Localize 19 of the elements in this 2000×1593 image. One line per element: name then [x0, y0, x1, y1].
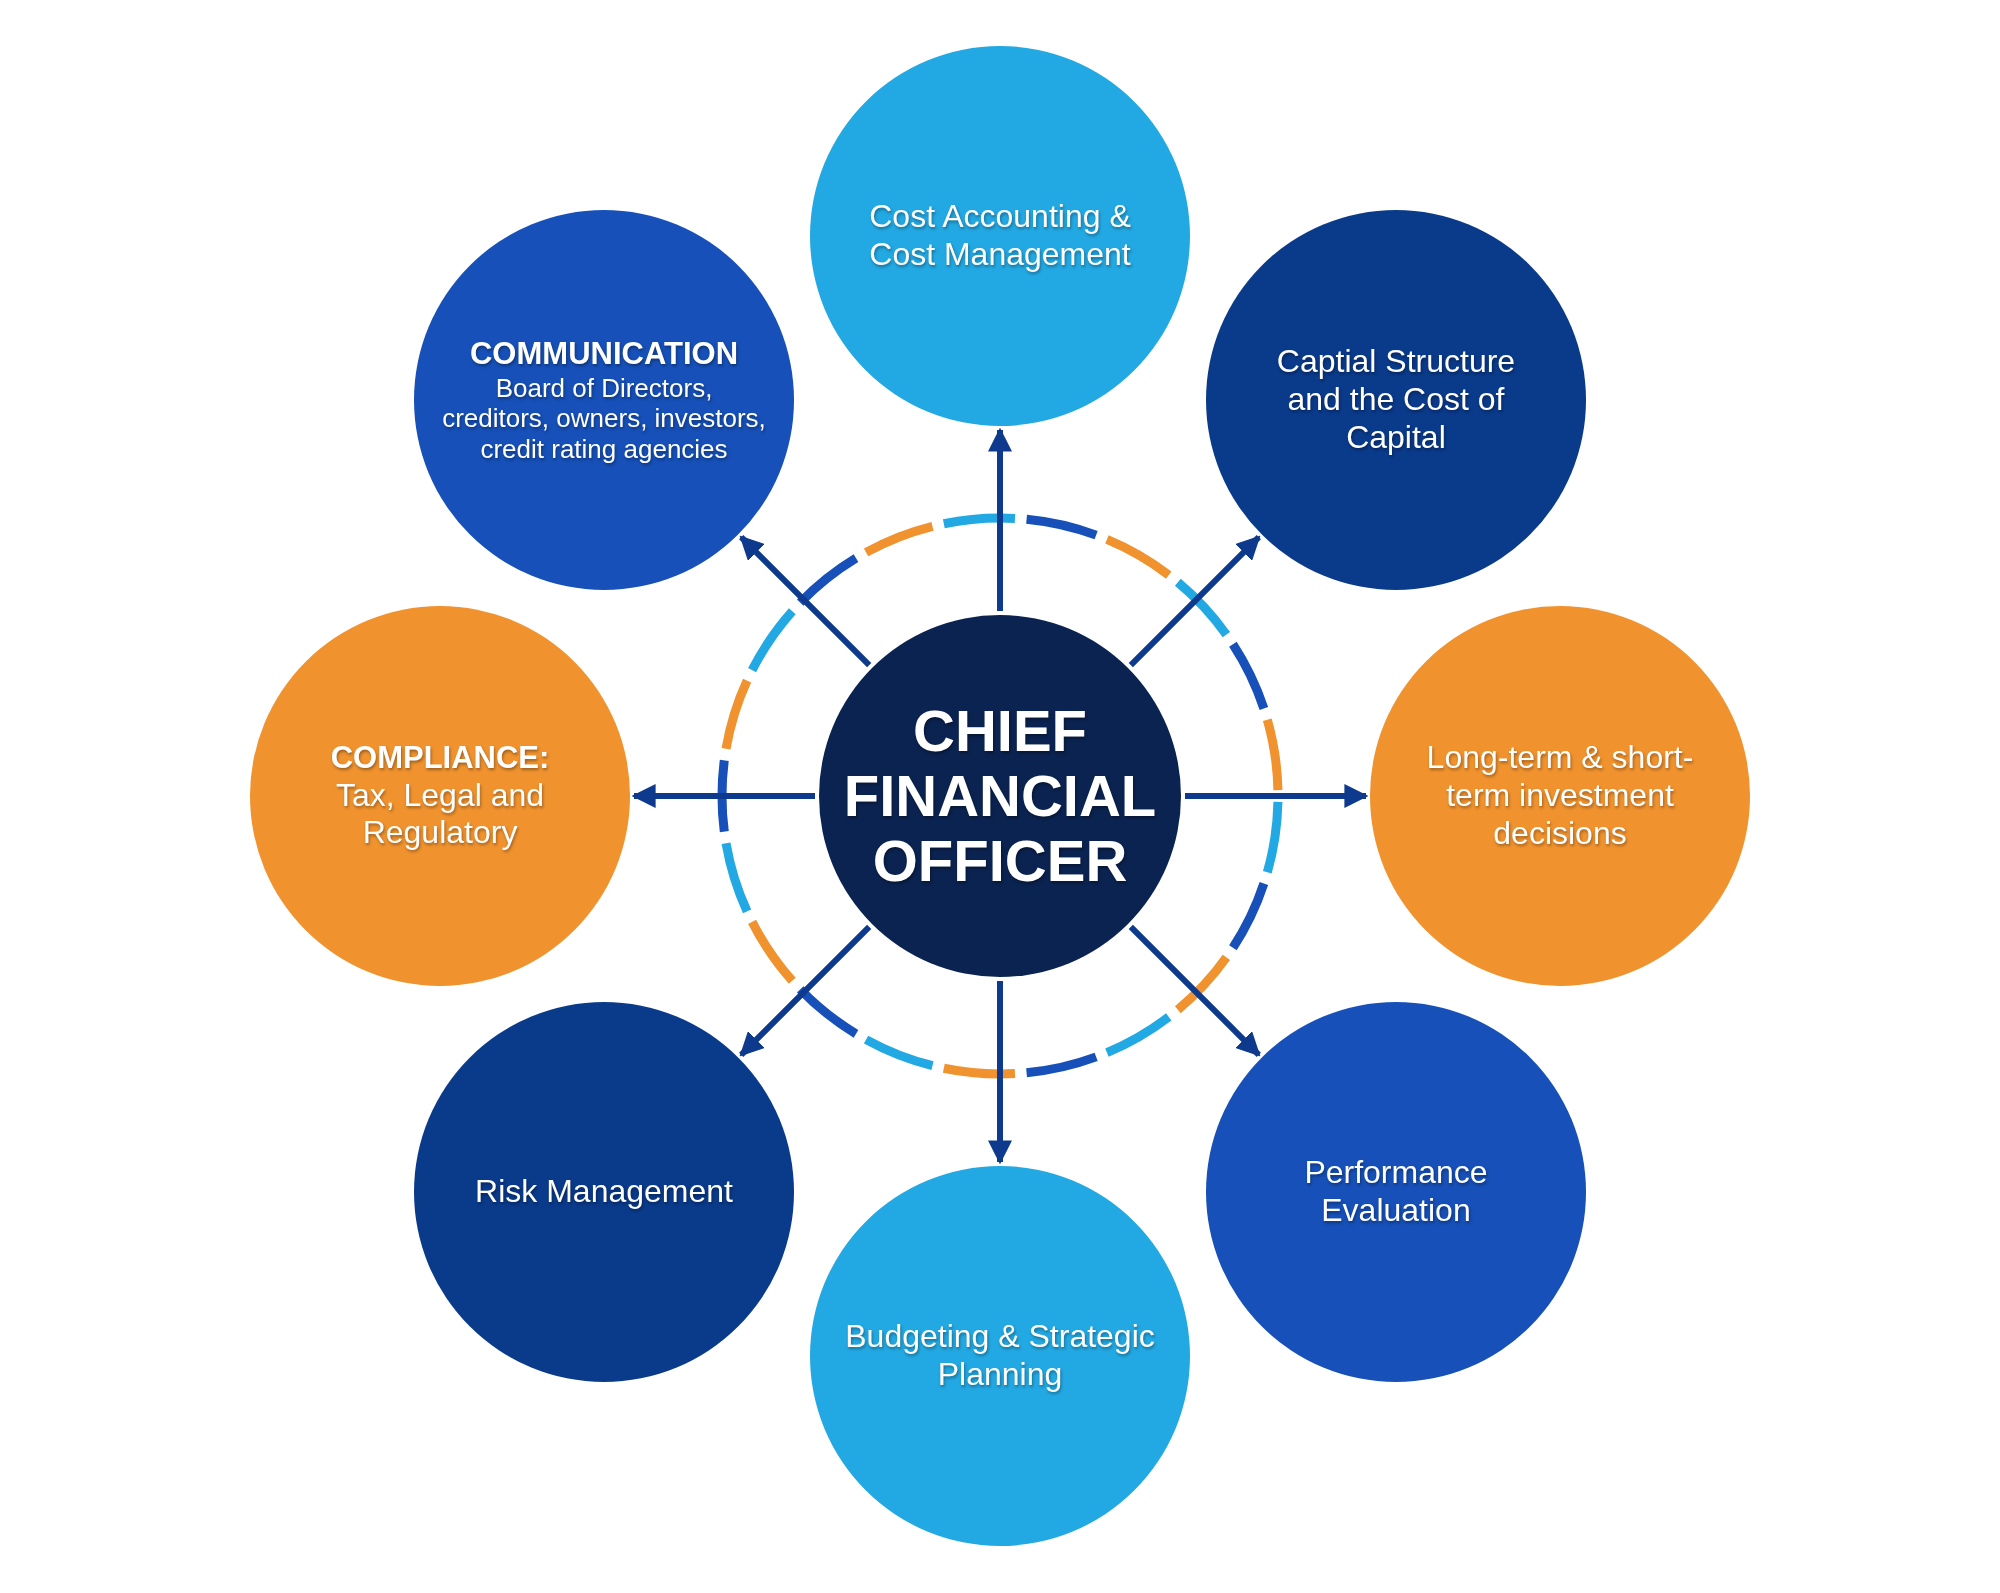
arrow [739, 924, 872, 1057]
arrow [1185, 784, 1369, 808]
circle-heading: COMPLIANCE: [329, 739, 551, 777]
arrow [739, 535, 872, 668]
circle-text: Risk Management [474, 1173, 734, 1211]
circle-text: Board of Directors, creditors, owners, investors, credit rating agencies [441, 372, 767, 465]
circle-text: Long-term & short-term investment decisions [1425, 739, 1695, 853]
circle-text: Cost Accounting & Cost Management [868, 198, 1132, 274]
arrow [1128, 535, 1261, 668]
circle-text: Performance Evaluation [1303, 1154, 1489, 1230]
arrow [988, 427, 1012, 611]
circle-heading: COMMUNICATION [469, 335, 740, 373]
center-title: CHIEF FINANCIAL OFFICER [842, 698, 1158, 894]
arrow [988, 981, 1012, 1165]
arrow [631, 784, 815, 808]
circle-text: Captial Structure and the Cost of Capital [1275, 343, 1517, 457]
arrow [1128, 924, 1261, 1057]
circle-text: Tax, Legal and Regulatory [334, 776, 546, 853]
circle-text: Budgeting & Strategic Planning [844, 1318, 1156, 1394]
